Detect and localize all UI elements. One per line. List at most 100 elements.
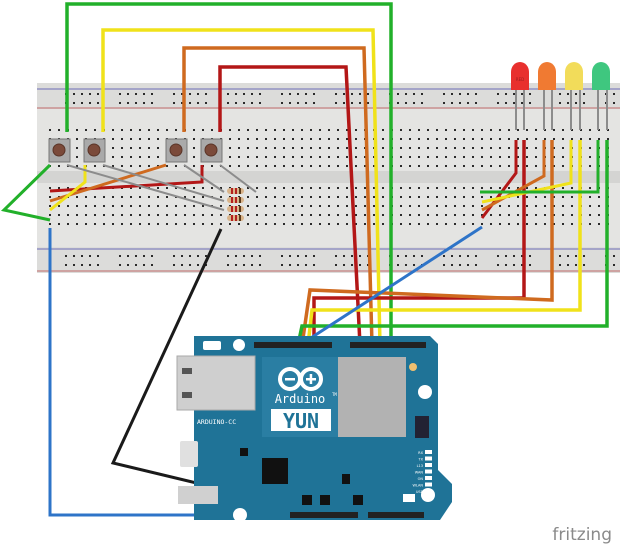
breadboard-hole [328, 129, 330, 131]
breadboard-hole [472, 147, 474, 149]
wire-gray-4[interactable] [219, 164, 257, 193]
breadboard-hole [467, 255, 469, 257]
breadboard-hole [58, 223, 60, 225]
breadboard-hole [544, 196, 546, 198]
breadboard-hole [583, 264, 585, 266]
wire-gray-2[interactable] [102, 164, 225, 202]
breadboard-hole [184, 214, 186, 216]
pushbutton-4[interactable] [200, 138, 223, 163]
breadboard-hole [121, 205, 123, 207]
breadboard-hole [127, 102, 129, 104]
breadboard-hole [112, 138, 114, 140]
wire-orange-button3[interactable] [182, 46, 374, 346]
wire-gray-1[interactable] [66, 164, 225, 211]
breadboard-hole [521, 93, 523, 95]
breadboard-hole [247, 147, 249, 149]
breadboard-hole [49, 196, 51, 198]
breadboard-hole [247, 129, 249, 131]
breadboard-hole [589, 165, 591, 167]
breadboard-hole [472, 196, 474, 198]
breadboard-hole [413, 102, 415, 104]
breadboard-hole [73, 264, 75, 266]
wire-green-led[interactable] [296, 140, 609, 346]
pushbutton-2[interactable] [83, 138, 106, 163]
wire-blue-led-gnd[interactable] [299, 225, 483, 347]
breadboard-hole [337, 223, 339, 225]
breadboard-hole [367, 93, 369, 95]
resistor-1[interactable] [227, 188, 244, 194]
pushbutton-1[interactable] [48, 138, 71, 163]
breadboard-hole [157, 187, 159, 189]
breadboard-hole [238, 223, 240, 225]
breadboard-hole [305, 102, 307, 104]
breadboard-hole [400, 147, 402, 149]
breadboard-hole [443, 102, 445, 104]
wire-gray-3[interactable] [183, 164, 225, 193]
pushbutton-3[interactable] [165, 138, 188, 163]
wire-yellow-button2[interactable] [101, 28, 382, 346]
breadboard-hole [427, 147, 429, 149]
breadboard-hole [259, 102, 261, 104]
resistor-4[interactable] [227, 215, 244, 221]
breadboard-hole [553, 205, 555, 207]
wire-green-led-bend[interactable] [480, 140, 600, 194]
breadboard-hole [337, 187, 339, 189]
breadboard-hole [229, 129, 231, 131]
breadboard-hole [613, 93, 615, 95]
led-orange[interactable] [538, 62, 556, 130]
breadboard-hole [553, 156, 555, 158]
breadboard-hole [346, 223, 348, 225]
board-model: YUN [283, 409, 319, 433]
usb-host-port[interactable] [178, 486, 218, 504]
wire-red-led[interactable] [312, 140, 526, 345]
breadboard-hole [173, 255, 175, 257]
breadboard-hole [443, 255, 445, 257]
led-red[interactable]: RED [511, 62, 529, 130]
breadboard-hole [235, 93, 237, 95]
wire-orange-led[interactable] [300, 140, 554, 346]
ethernet-port[interactable] [176, 355, 256, 411]
led-green[interactable] [592, 62, 610, 130]
breadboard-hole [517, 205, 519, 207]
breadboard-hole [139, 187, 141, 189]
breadboard-hole [508, 187, 510, 189]
breadboard-hole [481, 165, 483, 167]
breadboard-hole [274, 196, 276, 198]
breadboard-hole [346, 156, 348, 158]
micro-usb-port[interactable] [180, 441, 198, 467]
status-led [425, 489, 432, 493]
breadboard-hole [346, 165, 348, 167]
breadboard-hole [181, 255, 183, 257]
breadboard-hole [67, 214, 69, 216]
wire-green-button1[interactable] [65, 2, 393, 345]
breadboard-hole [382, 165, 384, 167]
breadboard-hole [281, 264, 283, 266]
breadboard-hole [73, 102, 75, 104]
resistor-3[interactable] [227, 206, 244, 212]
breadboard-hole [265, 205, 267, 207]
breadboard-hole [583, 93, 585, 95]
breadboard-hole [418, 223, 420, 225]
wire-yellow-led-bend[interactable] [481, 140, 573, 204]
wlan-reset-button[interactable] [203, 341, 221, 350]
yun-reset-button[interactable] [403, 494, 415, 502]
wire-red-button4-cross[interactable] [49, 165, 204, 193]
breadboard-hole [274, 138, 276, 140]
breadboard-hole [81, 255, 83, 257]
breadboard-hole [481, 205, 483, 207]
breadboard-hole [359, 102, 361, 104]
breadboard-hole [85, 223, 87, 225]
breadboard-hole [409, 187, 411, 189]
led-yellow[interactable] [565, 62, 583, 130]
breadboard-hole [517, 147, 519, 149]
breadboard-hole [119, 255, 121, 257]
breadboard-hole [427, 187, 429, 189]
resistor-2[interactable] [227, 197, 244, 203]
wire-green-left-loop[interactable] [0, 163, 52, 222]
breadboard-hole [151, 93, 153, 95]
breadboard-hole [143, 102, 145, 104]
breadboard-hole [289, 93, 291, 95]
breadboard-hole [135, 93, 137, 95]
wire-red-button4[interactable] [218, 65, 362, 346]
breadboard-hole [521, 264, 523, 266]
